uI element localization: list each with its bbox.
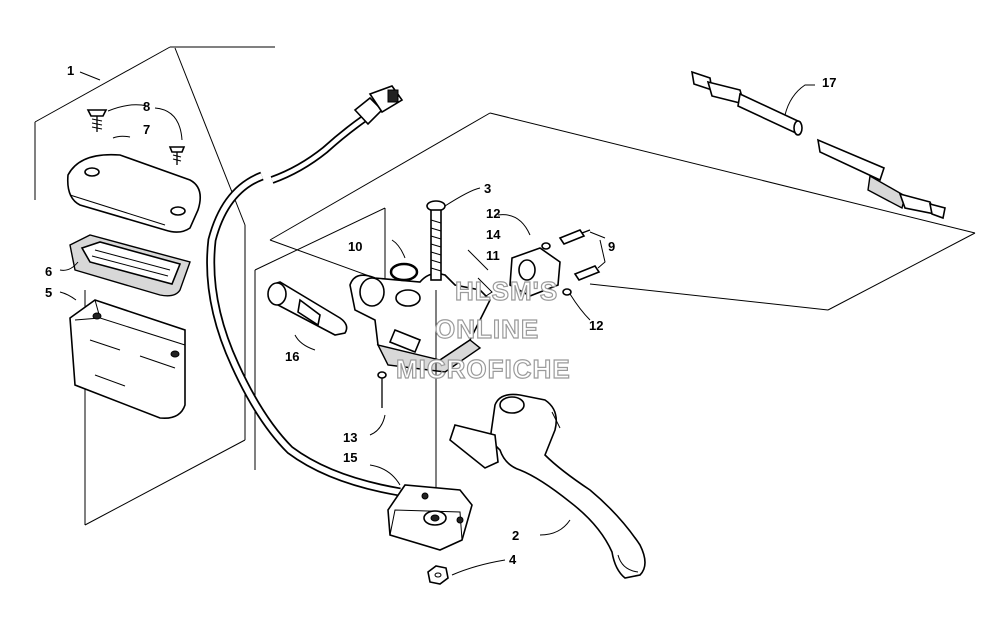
callout-14: 14 [486,227,501,242]
reservoir-body [69,299,186,420]
callout-4: 4 [509,552,517,567]
callout-1: 1 [67,63,74,78]
watermark-line-2: ONLINE [435,314,539,344]
reservoir-leaders [59,71,101,301]
callout-10: 10 [348,239,362,254]
reservoir-cap [66,135,201,233]
callout-17: 17 [822,75,836,90]
reservoir-diaphragm [69,234,191,297]
control-cable [690,70,946,220]
reservoir-cap-screws [86,104,186,165]
watermark-line-3: MICROFICHE [396,354,571,384]
callout-13: 13 [343,430,357,445]
watermark-line-1: HLSM'S [455,276,558,306]
o-ring [389,239,419,282]
callout-16: 16 [285,349,299,364]
callout-5: 5 [45,285,52,300]
handlebar-clamp [467,214,561,301]
callout-6: 6 [45,264,52,279]
lever-adjuster-block [369,464,473,551]
callout-15: 15 [343,450,357,465]
reservoir-hose [206,171,401,497]
reservoir-assembly-outline [34,46,275,526]
callout-2: 2 [512,528,519,543]
watermark: HLSM'S ONLINE MICROFICHE [395,275,571,384]
clamp-screws [541,229,606,321]
callout-labels: 1 8 7 6 5 3 12 14 11 10 9 12 16 13 15 2 … [45,63,836,567]
callout-8: 8 [143,99,150,114]
pivot-bolt [426,187,481,490]
master-cylinder-assembly-outline [254,112,976,470]
callout-12-top: 12 [486,206,500,221]
callout-12-bottom: 12 [589,318,603,333]
master-cylinder-body [349,272,491,373]
callout-3: 3 [484,181,491,196]
brake-lever [449,393,646,579]
callout-11: 11 [486,248,500,263]
small-screw [369,371,387,436]
hex-nut [427,559,506,585]
callout-7: 7 [143,122,150,137]
callout-9: 9 [608,239,615,254]
switch-wire-connector [270,85,404,184]
brake-light-switch [267,281,348,351]
